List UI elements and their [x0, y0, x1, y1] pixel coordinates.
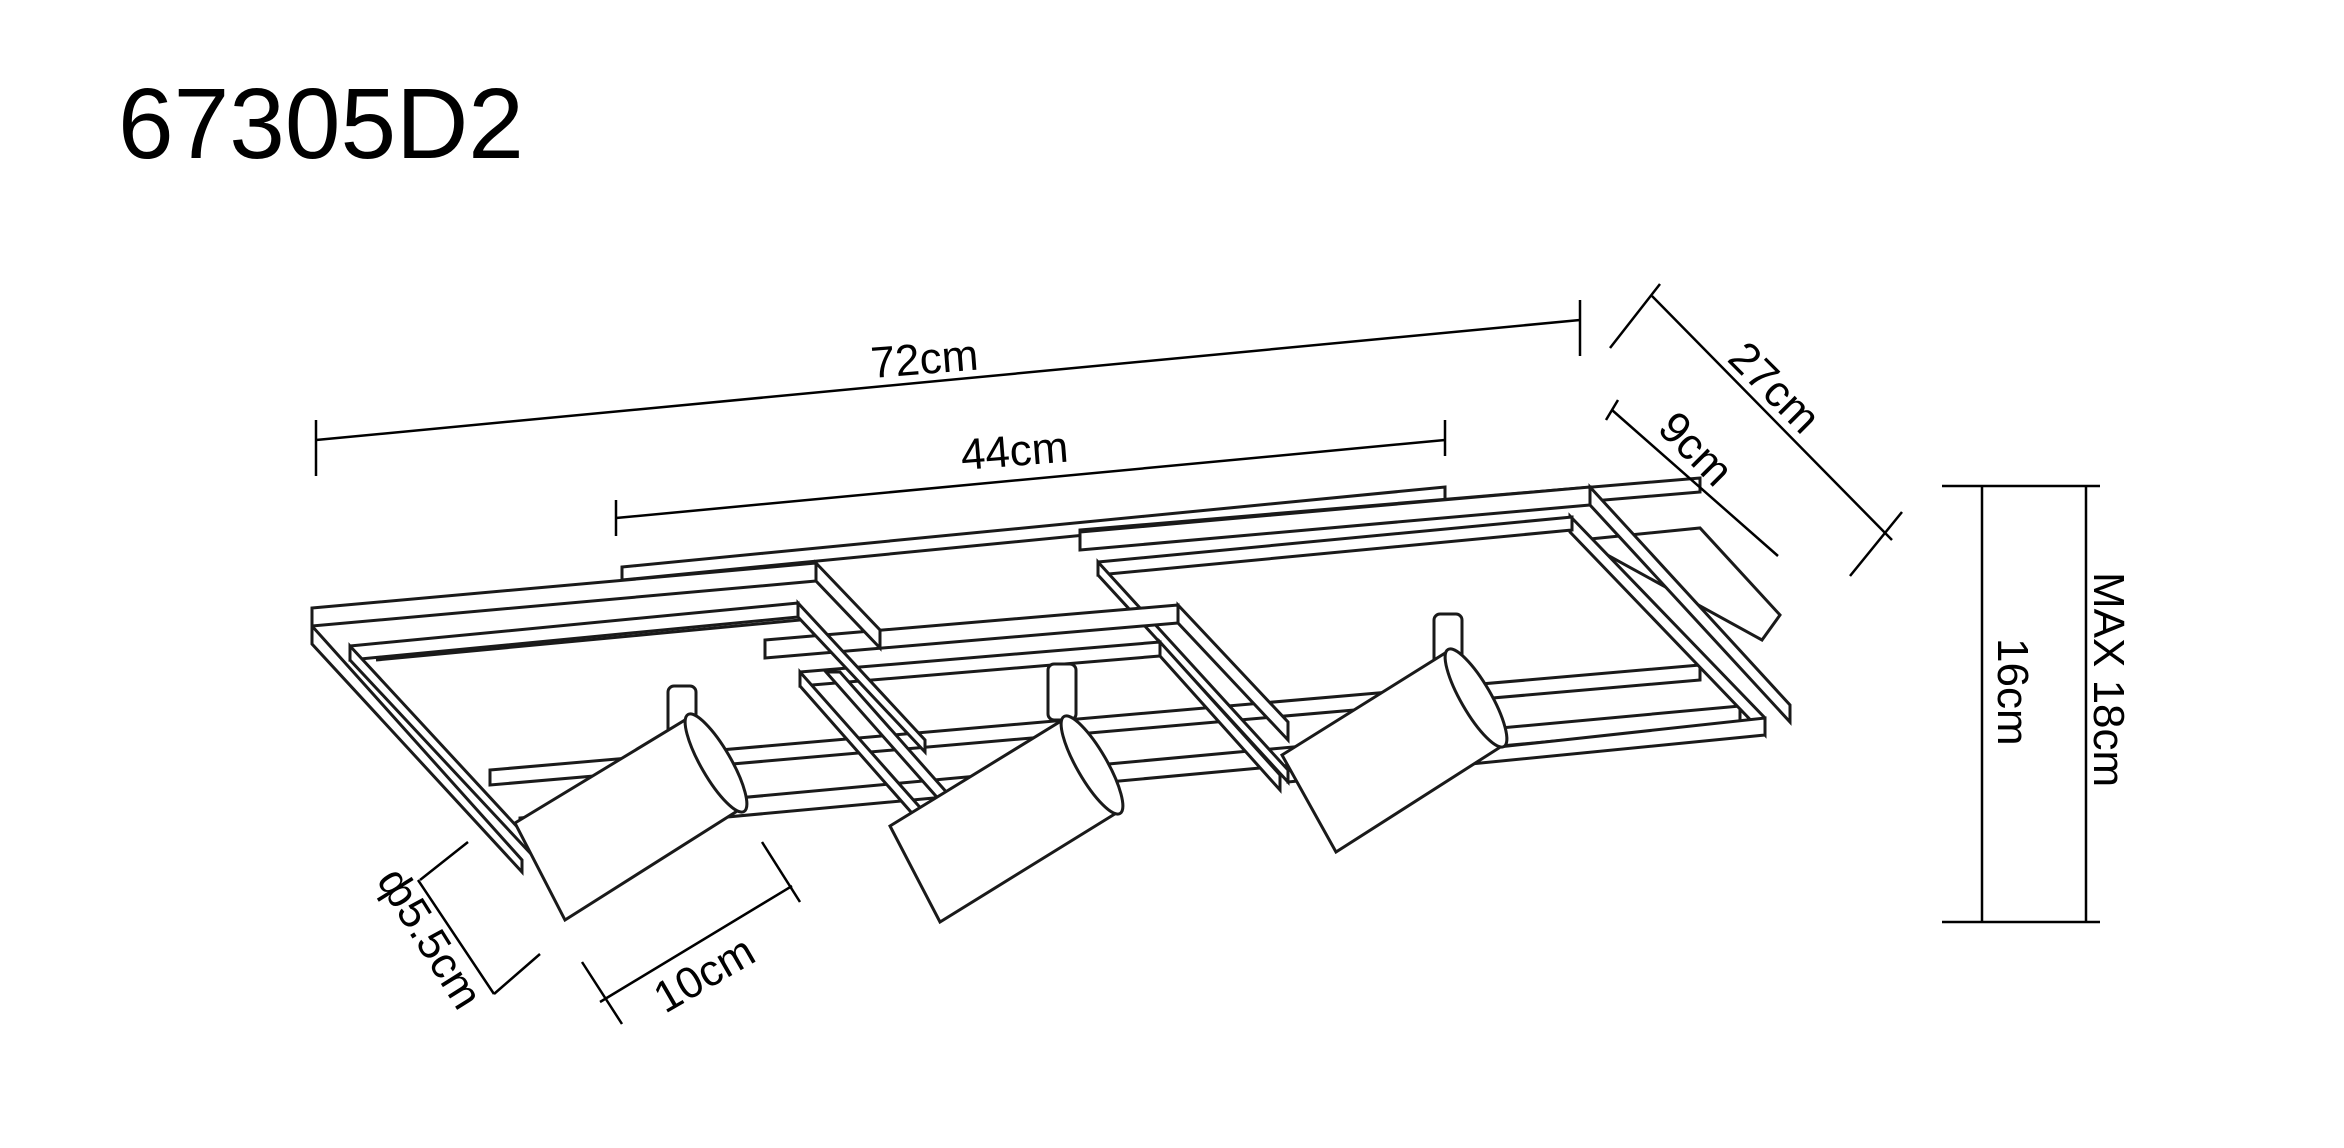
model-code: 67305D2: [118, 68, 524, 180]
dimension-spot-length-label: 10cm: [646, 926, 764, 1022]
dimension-height: 16cm: [1942, 484, 2100, 924]
dimension-max-height: MAX 18cm: [2084, 486, 2133, 922]
dimension-inner-length: 44cm: [614, 420, 1447, 536]
dimension-height-label: 16cm: [1988, 638, 2037, 746]
dimension-spot-diameter-label: ф5.5cm: [368, 859, 492, 1017]
dimension-inner-length-label: 44cm: [959, 423, 1070, 480]
dimension-total-length-label: 72cm: [869, 331, 980, 388]
spotlight-right: [1279, 612, 1509, 855]
left-frame: [310, 559, 927, 876]
dimension-total-length: 72cm: [314, 300, 1582, 476]
dimension-depth-label: 27cm: [1719, 332, 1830, 443]
dimension-max-height-label: MAX 18cm: [2084, 572, 2133, 787]
spotlight-middle: [888, 662, 1125, 925]
ceiling-lamp-illustration: [310, 476, 1792, 925]
middle-frame: [763, 601, 1290, 849]
dimension-spot-diameter: ф5.5cm: [368, 841, 541, 1018]
spotlight-left: [513, 684, 749, 923]
mounting-plate: [620, 485, 1447, 582]
